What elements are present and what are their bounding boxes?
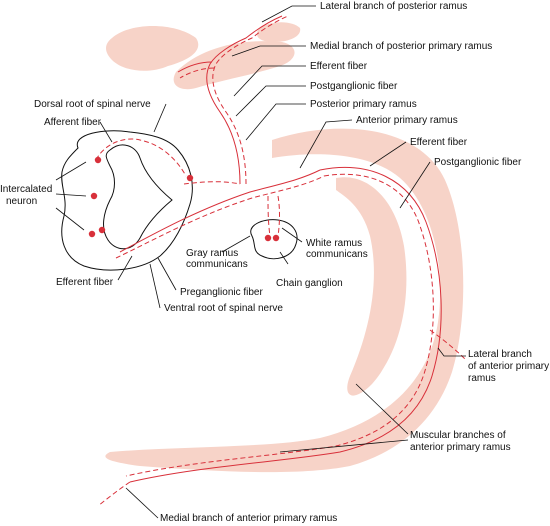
label-postganglionic-fiber-right: Postganglionic fiber (434, 157, 522, 168)
ganglion-fiber-right (277, 195, 280, 237)
spinal-cord (61, 130, 298, 271)
afferent-loop-fiber (95, 138, 187, 177)
label-postganglionic-fiber-top: Postganglionic fiber (310, 81, 398, 92)
neuron-cell-chain-2 (272, 234, 280, 242)
neuron-cell-intercalated (90, 192, 98, 200)
spinal-cord-outline (61, 130, 193, 271)
label-preganglionic-fiber: Preganglionic fiber (180, 287, 263, 298)
neuron-cell-efferent-1 (88, 230, 96, 238)
label-afferent-fiber: Afferent fiber (44, 117, 102, 128)
label-lateral-branch-anterior-line2: of anterior primary (468, 361, 549, 372)
neuron-cell-bodies (88, 156, 280, 242)
label-medial-branch-anterior-primary-ramus: Medial branch of anterior primary ramus (160, 513, 337, 524)
label-muscular-branches-line1: Muscular branches of (410, 430, 506, 441)
label-efferent-fiber-bottom: Efferent fiber (56, 277, 114, 288)
label-gray-ramus-line2: communicans (186, 259, 248, 270)
label-white-ramus-line2: communicans (306, 249, 368, 260)
label-dorsal-root-spinal-nerve: Dorsal root of spinal nerve (34, 99, 151, 110)
label-intercalated-neuron-line1: Intercalated (0, 184, 52, 195)
label-anterior-primary-ramus: Anterior primary ramus (356, 115, 458, 126)
chain-ganglion-outline (250, 219, 298, 260)
body-wall-muscle-inner (336, 177, 407, 396)
medial-branch-anterior-fiber (97, 481, 131, 507)
label-ventral-root-spinal-nerve: Ventral root of spinal nerve (164, 303, 283, 314)
posterior-muscle-small (256, 22, 301, 42)
neuron-cell-chain-1 (264, 234, 272, 242)
anterior-ramus-fiber (129, 166, 442, 483)
posterior-muscle-left (106, 26, 199, 71)
medial-branch-posterior-fiber (177, 61, 213, 73)
posterior-muscle-right (173, 41, 295, 90)
lateral-branch-anterior-fiber (429, 329, 467, 361)
label-intercalated-neuron-line2: neuron (6, 196, 37, 207)
anterior-ramus-fiber-2 (125, 173, 434, 477)
label-posterior-primary-ramus: Posterior primary ramus (310, 99, 417, 110)
ventral-root-fiber (119, 169, 321, 253)
label-lateral-branch-anterior-line1: Lateral branch (468, 349, 532, 360)
ventral-root-fiber-2 (115, 175, 325, 259)
neuron-cell-dorsal-ganglion (186, 174, 194, 182)
label-lateral-branch-anterior-line3: ramus (468, 373, 496, 384)
dorsal-root-fiber (183, 181, 241, 185)
gray-matter-butterfly (103, 144, 173, 250)
posterior-ramus-fiber (206, 15, 283, 185)
neuron-cell-afferent (94, 156, 102, 164)
leader-lines (55, 5, 466, 519)
body-wall-muscle-outer (105, 128, 464, 473)
muscle-bands (105, 22, 464, 473)
ramus-to-ganglion-fiber (267, 195, 271, 237)
label-white-ramus-line1: White ramus (306, 238, 362, 249)
nerve-fibers (95, 15, 467, 507)
label-efferent-fiber-right: Efferent fiber (410, 137, 468, 148)
label-lateral-branch-posterior-ramus: Lateral branch of posterior ramus (320, 1, 467, 12)
medial-branch-posterior-fiber-2 (179, 67, 215, 79)
label-medial-branch-posterior-primary-ramus: Medial branch of posterior primary ramus (310, 41, 492, 52)
neuron-cell-efferent-2 (98, 226, 106, 234)
label-chain-ganglion: Chain ganglion (276, 278, 343, 289)
posterior-ramus-fiber-2 (212, 15, 289, 185)
label-muscular-branches-line2: anterior primary ramus (410, 442, 511, 453)
label-efferent-fiber-top: Efferent fiber (310, 61, 368, 72)
label-gray-ramus-line1: Gray ramus (186, 248, 238, 259)
